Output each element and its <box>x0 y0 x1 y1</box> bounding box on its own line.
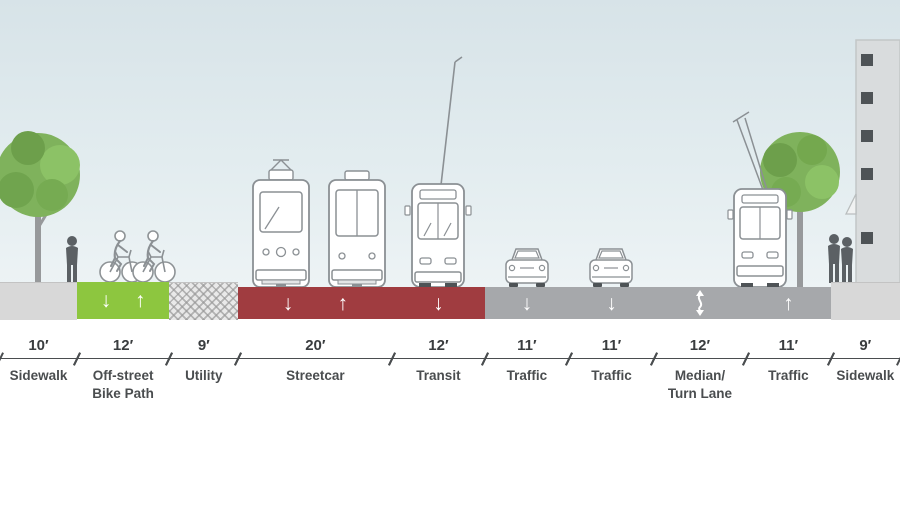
lane-transit: ↓ <box>392 287 485 319</box>
tree-icon <box>0 131 80 287</box>
lane-arrow-down-icon: ↓ <box>282 291 294 315</box>
dimension-transit: 12′ Transit <box>392 336 485 403</box>
width-label: 12′ <box>428 337 449 354</box>
dimension-bike-path: 12′ Off-street Bike Path <box>76 336 170 403</box>
scene-illustration <box>0 39 900 288</box>
width-label: 9′ <box>197 337 210 354</box>
dimension-ruler <box>746 358 831 359</box>
lane-name-label: Streetcar <box>286 368 345 383</box>
dimension-ruler <box>76 358 170 359</box>
dimension-sidewalk-right: 9′ Sidewalk <box>830 336 900 403</box>
width-label: 12′ <box>689 337 711 354</box>
dimension-median-turn: 12′ Median/ Turn Lane <box>653 336 747 403</box>
width-label: 11′ <box>601 337 622 354</box>
trolleybus-icon <box>727 111 793 288</box>
dimension-sidewalk-left: 10′ Sidewalk <box>0 336 77 403</box>
lane-bike-path: ↓ ↑ <box>76 282 170 319</box>
awning-icon <box>844 193 857 215</box>
lane-arrow-down-icon: ↓ <box>521 291 533 315</box>
pedestrian-icon <box>66 236 78 283</box>
dimension-ruler <box>653 358 747 359</box>
dimension-traffic-3: 11′ Traffic <box>746 336 831 403</box>
lane-name-label: Median/ Turn Lane <box>667 368 733 402</box>
lane-traffic-1: ↓ <box>484 287 570 319</box>
dimension-ruler <box>484 358 570 359</box>
dimension-ruler <box>569 358 654 359</box>
dimension-traffic-1: 11′ Traffic <box>484 336 570 403</box>
dimension-traffic-2: 11′ Traffic <box>569 336 654 403</box>
width-label: 11′ <box>517 337 537 354</box>
lane-median-turn <box>653 287 747 319</box>
lane-arrow-up-icon: ↑ <box>134 289 146 312</box>
pedestrian-icon <box>828 234 853 283</box>
width-label: 10′ <box>28 337 49 354</box>
lane-name-label: Traffic <box>591 368 632 383</box>
lane-sidewalk-right <box>830 282 900 320</box>
lane-utility <box>169 282 239 320</box>
lane-name-label: Transit <box>416 368 461 383</box>
cyclist-icon <box>131 229 177 284</box>
dimension-utility: 9′ Utility <box>169 336 239 403</box>
dimension-ruler <box>392 358 485 359</box>
width-label: 9′ <box>859 337 872 354</box>
lane-streetcar: ↓ ↑ <box>238 287 393 319</box>
car-icon <box>589 248 633 288</box>
dimension-ruler <box>238 358 393 359</box>
dimension-row: 10′ Sidewalk 12′ Off-street Bike Path 9′… <box>0 336 900 403</box>
sky-background <box>0 0 900 288</box>
dimension-streetcar: 20′ Streetcar <box>238 336 393 403</box>
dimension-ruler <box>0 358 77 359</box>
lane-name-label: Off-street Bike Path <box>92 368 154 402</box>
car-icon <box>505 248 549 287</box>
lane-name-label: Sidewalk <box>9 368 68 383</box>
transit-bus-icon <box>404 56 472 288</box>
lane-name-label: Traffic <box>768 368 809 383</box>
lane-arrow-down-icon: ↓ <box>606 291 617 315</box>
lane-traffic-2: ↓ <box>569 287 654 319</box>
lane-name-label: Sidewalk <box>836 368 895 383</box>
lane-traffic-3: ↑ <box>746 287 831 319</box>
building-facade <box>844 39 900 288</box>
width-label: 20′ <box>305 337 326 354</box>
lane-name-label: Utility <box>185 368 223 383</box>
road-surface: ↓ ↑ ↓ ↑ ↓ ↓ ↓ ↑ <box>0 282 900 320</box>
lane-name-label: Traffic <box>506 368 548 383</box>
lane-arrow-up-icon: ↑ <box>783 291 794 315</box>
streetcar-icon <box>252 159 310 288</box>
lane-arrow-up-icon: ↑ <box>337 291 349 315</box>
two-way-turn-arrow-icon <box>695 290 704 316</box>
dimension-ruler <box>169 358 239 359</box>
lane-sidewalk-left <box>0 282 77 320</box>
streetcar-icon <box>328 170 386 288</box>
tree-icon <box>760 132 840 287</box>
lane-arrow-down-icon: ↓ <box>433 291 444 315</box>
width-label: 11′ <box>778 337 799 354</box>
width-label: 12′ <box>112 337 134 354</box>
lane-arrow-down-icon: ↓ <box>100 289 112 312</box>
dimension-ruler <box>830 358 900 359</box>
